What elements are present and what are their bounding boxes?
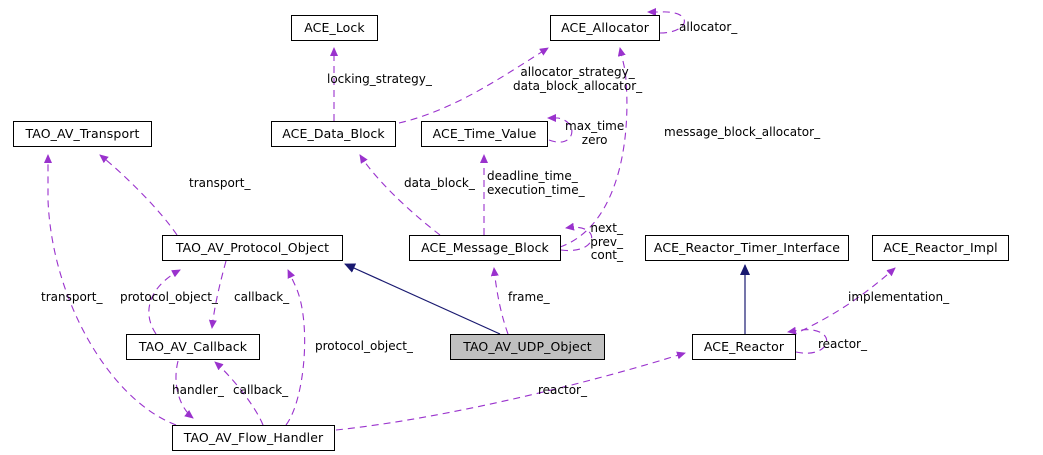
edge-label-handler: handler_	[172, 383, 224, 397]
edge-label-data-block: data_block_	[404, 176, 475, 190]
edge-reactor-self	[787, 326, 828, 354]
edge-label-callback-upper: callback_	[234, 290, 290, 304]
node-label: ACE_Message_Block	[421, 239, 549, 255]
edge-label-implementation: implementation_	[848, 290, 950, 304]
edge-label-frame: frame_	[508, 290, 550, 304]
edge-frame	[490, 267, 509, 335]
edge-inherit-udp-protocol	[344, 263, 501, 335]
node-label: ACE_Reactor_Impl	[883, 239, 998, 255]
edge-label-protocol-object-mid: protocol_object_	[315, 339, 413, 353]
edge-transport-upper	[99, 154, 178, 236]
node-ace-time-value[interactable]: ACE_Time_Value	[421, 121, 548, 147]
node-ace-lock[interactable]: ACE_Lock	[291, 15, 378, 41]
node-label: TAO_AV_Transport	[25, 125, 140, 141]
node-label: ACE_Time_Value	[432, 125, 537, 141]
node-label: ACE_Allocator	[561, 19, 649, 35]
edge-transport-lower	[44, 154, 177, 426]
node-label: TAO_AV_Flow_Handler	[183, 429, 324, 445]
node-ace-allocator[interactable]: ACE_Allocator	[550, 15, 660, 41]
node-label: TAO_AV_Callback	[138, 338, 248, 354]
edge-handler	[175, 360, 194, 419]
edge-label-reactor-self: reactor_	[818, 337, 867, 351]
edge-protocol-object-upper	[148, 269, 181, 335]
node-tao-av-udp-object[interactable]: TAO_AV_UDP_Object	[450, 334, 605, 360]
edge-label-deadline-execution-time: deadline_time_ execution_time_	[487, 169, 585, 197]
edge-label-reactor-bottom: reactor_	[538, 383, 587, 397]
edge-message-block-allocator	[559, 47, 628, 248]
edge-callback-upper	[208, 260, 227, 329]
edge-data-block	[359, 154, 441, 236]
edge-label-locking-strategy: locking_strategy_	[327, 72, 432, 86]
edge-max-time-zero	[547, 114, 573, 143]
edge-label-callback-lower: callback_	[233, 383, 289, 397]
node-ace-message-block[interactable]: ACE_Message_Block	[409, 235, 561, 261]
node-ace-reactor-timer-interface[interactable]: ACE_Reactor_Timer_Interface	[645, 235, 849, 261]
edge-label-protocol-object-left: protocol_object_	[120, 290, 218, 304]
edge-label-transport-bottom: transport_	[41, 290, 103, 304]
node-tao-av-flow-handler[interactable]: TAO_AV_Flow_Handler	[172, 425, 335, 451]
node-tao-av-transport[interactable]: TAO_AV_Transport	[13, 121, 152, 147]
node-label: ACE_Reactor	[703, 338, 785, 354]
node-ace-reactor[interactable]: ACE_Reactor	[692, 334, 796, 360]
node-ace-data-block[interactable]: ACE_Data_Block	[271, 121, 396, 147]
edge-protocol-object-lower	[285, 269, 306, 426]
node-tao-av-protocol-object[interactable]: TAO_AV_Protocol_Object	[162, 235, 343, 261]
edge-label-transport-top: transport_	[189, 176, 251, 190]
edge-allocator-strategy	[398, 47, 549, 124]
edge-reactor-bottom	[335, 351, 686, 431]
node-label: TAO_AV_UDP_Object	[463, 338, 592, 354]
edge-label-message-block-allocator: message_block_allocator_	[664, 125, 821, 139]
edge-allocator-self	[647, 8, 685, 34]
node-label: ACE_Lock	[304, 19, 365, 35]
edge-label-max-time-zero: max_time zero	[565, 119, 625, 147]
edge-label-allocator-strategy: allocator_strategy_ data_block_allocator…	[513, 65, 643, 93]
edge-label-allocator: allocator_	[679, 20, 738, 34]
node-label: TAO_AV_Protocol_Object	[175, 239, 330, 255]
node-tao-av-callback[interactable]: TAO_AV_Callback	[126, 334, 260, 360]
node-label: ACE_Reactor_Timer_Interface	[653, 239, 841, 255]
node-label: ACE_Data_Block	[282, 125, 385, 141]
edge-implementation	[789, 267, 896, 337]
edge-callback-lower	[214, 361, 264, 426]
edge-label-next-prev-cont: next_ prev_ cont_	[590, 221, 623, 262]
node-ace-reactor-impl[interactable]: ACE_Reactor_Impl	[872, 235, 1009, 261]
